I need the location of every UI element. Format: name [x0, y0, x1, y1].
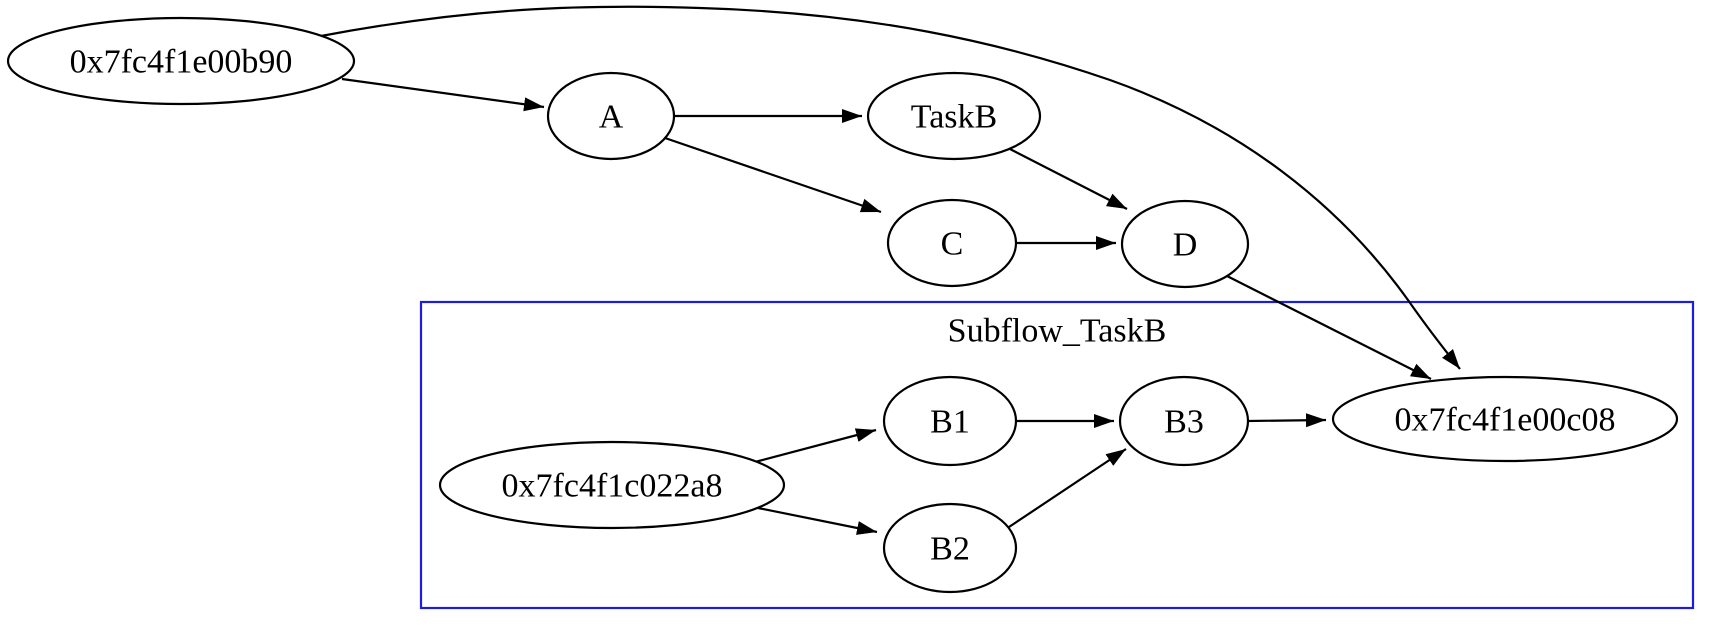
subflow-cluster-box	[419, 300, 1695, 610]
node-TaskB: TaskB	[866, 71, 1042, 161]
node-TaskB-label: TaskB	[911, 99, 997, 136]
node-c08: 0x7fc4f1e00c08	[1331, 375, 1679, 463]
node-B3-label: B3	[1164, 404, 1204, 441]
node-C-label: C	[941, 226, 964, 263]
edge-b90-c08	[320, 5, 1461, 370]
node-C: C	[886, 198, 1018, 288]
node-B3-ellipse	[1118, 375, 1250, 467]
node-B3: B3	[1118, 375, 1250, 467]
node-B2-ellipse	[882, 502, 1018, 594]
node-b90-ellipse	[6, 16, 356, 106]
edge-TaskB-D	[1007, 147, 1128, 210]
edge-a8-B2	[757, 506, 878, 535]
node-b90-label: 0x7fc4f1e00b90	[70, 44, 293, 81]
node-a8: 0x7fc4f1c022a8	[438, 440, 786, 530]
edge-b90-A	[341, 77, 545, 112]
node-D: D	[1120, 199, 1250, 289]
edge-B2-B3	[1008, 448, 1127, 528]
node-B2-label: B2	[930, 531, 970, 568]
node-D-label: D	[1173, 227, 1198, 264]
edge-A-C	[664, 136, 882, 214]
node-a8-ellipse	[438, 440, 786, 530]
node-B2: B2	[882, 502, 1018, 594]
node-B1: B1	[882, 375, 1018, 467]
node-c08-label: 0x7fc4f1e00c08	[1395, 402, 1616, 439]
node-b90: 0x7fc4f1e00b90	[6, 16, 356, 106]
node-c08-ellipse	[1331, 375, 1679, 463]
node-A-label: A	[599, 99, 624, 136]
node-a8-label: 0x7fc4f1c022a8	[502, 468, 723, 505]
node-C-ellipse	[886, 198, 1018, 288]
node-D-ellipse	[1120, 199, 1250, 289]
subflow-cluster-label: Subflow_TaskB	[948, 313, 1167, 350]
node-TaskB-ellipse	[866, 71, 1042, 161]
node-B1-label: B1	[930, 404, 970, 441]
edge-D-c08	[1226, 275, 1432, 380]
node-A: A	[546, 71, 676, 161]
edge-a8-B1	[754, 428, 877, 464]
node-B1-ellipse	[882, 375, 1018, 467]
edge-B3-c08	[1247, 413, 1327, 428]
node-A-ellipse	[546, 71, 676, 161]
